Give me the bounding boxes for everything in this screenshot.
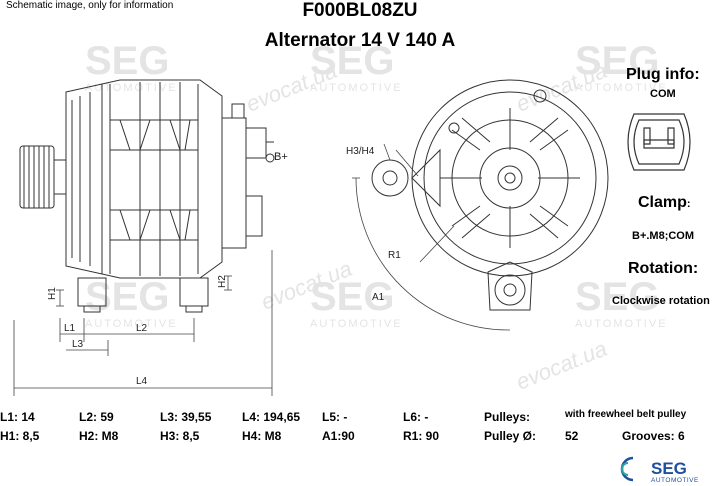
- spec-pulleys-value: with freewheel belt pulley: [565, 409, 687, 420]
- svg-text:AUTOMOTIVE: AUTOMOTIVE: [310, 82, 403, 94]
- h1-label: H1: [47, 287, 58, 300]
- spec-l1: L1: 14: [0, 410, 35, 424]
- svg-text:AUTOMOTIVE: AUTOMOTIVE: [85, 82, 178, 94]
- svg-text:SEG: SEG: [85, 39, 169, 83]
- mounting-ear: [488, 262, 532, 310]
- l2-label: L2: [136, 323, 148, 334]
- seg-logo: SEG AUTOMOTIVE: [618, 454, 699, 484]
- l1-label: L1: [64, 323, 76, 334]
- svg-text:AUTOMOTIVE: AUTOMOTIVE: [575, 82, 668, 94]
- spec-h1: H1: 8,5: [0, 429, 40, 443]
- watermark-brand: SEG AUTOMOTIVE: [85, 39, 178, 94]
- clamp-heading: Clamp:: [638, 194, 691, 211]
- mounting-ear: [372, 150, 440, 206]
- spec-r1: R1: 90: [403, 429, 440, 443]
- spec-l5: L5: -: [322, 410, 348, 424]
- svg-text:SEG: SEG: [575, 39, 659, 83]
- b-plus-label: B+: [274, 151, 288, 163]
- svg-text:AUTOMOTIVE: AUTOMOTIVE: [310, 318, 403, 330]
- spec-a1: A1:90: [322, 429, 355, 443]
- front-housing: [412, 80, 608, 276]
- watermark-brand: SEG AUTOMOTIVE: [575, 275, 668, 330]
- product-title: Alternator 14 V 140 A: [264, 30, 456, 51]
- spec-h3: H3: 8,5: [160, 429, 200, 443]
- r1-label: R1: [388, 250, 401, 261]
- alternator-body: [66, 80, 222, 278]
- spec-l4: L4: 194,65: [242, 410, 301, 424]
- spec-h2: H2: M8: [79, 429, 119, 443]
- watermark-brand: SEG AUTOMOTIVE: [310, 39, 403, 94]
- plug-info-value: COM: [650, 88, 676, 100]
- seg-logo-subtext: AUTOMOTIVE: [651, 477, 699, 484]
- svg-text:AUTOMOTIVE: AUTOMOTIVE: [85, 318, 178, 330]
- spec-pulley-diameter-value: 52: [565, 429, 579, 443]
- rotation-heading: Rotation:: [628, 260, 699, 277]
- l4-label: L4: [136, 376, 148, 387]
- l3-label: L3: [72, 339, 84, 350]
- disclaimer-note: Schematic image, only for information: [6, 0, 174, 11]
- h2-label: H2: [217, 275, 228, 288]
- plug-info-heading: Plug info:: [626, 66, 700, 83]
- mounting-lug: [180, 278, 208, 312]
- rotation-value: Clockwise rotation: [612, 295, 710, 307]
- svg-text:SEG: SEG: [310, 275, 394, 319]
- svg-text:SEG: SEG: [310, 39, 394, 83]
- pulley: [20, 146, 66, 208]
- a1-label: A1: [372, 292, 385, 303]
- watermark-brand: SEG AUTOMOTIVE: [575, 39, 668, 94]
- spec-l6: L6: -: [403, 410, 429, 424]
- spec-pulleys-label: Pulleys:: [484, 410, 531, 424]
- spec-h4: H4: M8: [242, 429, 282, 443]
- rear-cover: [222, 104, 274, 248]
- watermark-brand: SEG AUTOMOTIVE: [310, 275, 403, 330]
- svg-text:SEG: SEG: [575, 275, 659, 319]
- spec-l2: L2: 59: [79, 410, 114, 424]
- spec-l3: L3: 39,55: [160, 410, 212, 424]
- part-number: F000BL08ZU: [302, 0, 418, 21]
- spec-grooves: Grooves: 6: [622, 429, 685, 443]
- spec-pulley-diameter-label: Pulley Ø:: [484, 429, 537, 443]
- h3h4-label: H3/H4: [346, 146, 375, 157]
- clamp-value: B+.M8;COM: [632, 230, 695, 242]
- plug-connector-illustration: [618, 106, 700, 178]
- seg-logo-mark: [622, 458, 633, 480]
- svg-text:AUTOMOTIVE: AUTOMOTIVE: [575, 318, 668, 330]
- seg-logo-text: SEG: [651, 459, 687, 478]
- mounting-lug: [78, 278, 106, 312]
